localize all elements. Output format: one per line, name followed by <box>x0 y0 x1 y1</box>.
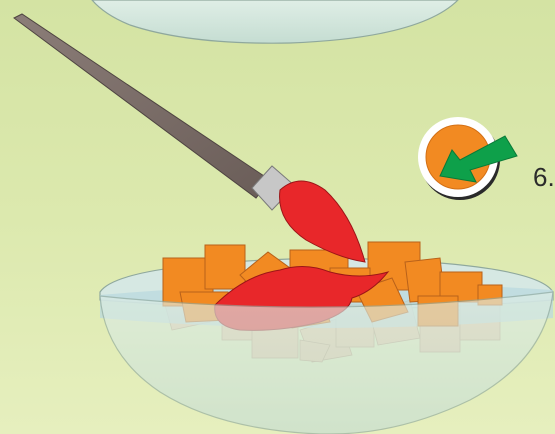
step-number-label: 6. <box>533 162 555 192</box>
orange-circle-green-arrow-icon <box>418 117 517 200</box>
top-bowl <box>92 0 458 43</box>
bowl-front <box>100 292 553 434</box>
paintbrush <box>14 14 365 262</box>
